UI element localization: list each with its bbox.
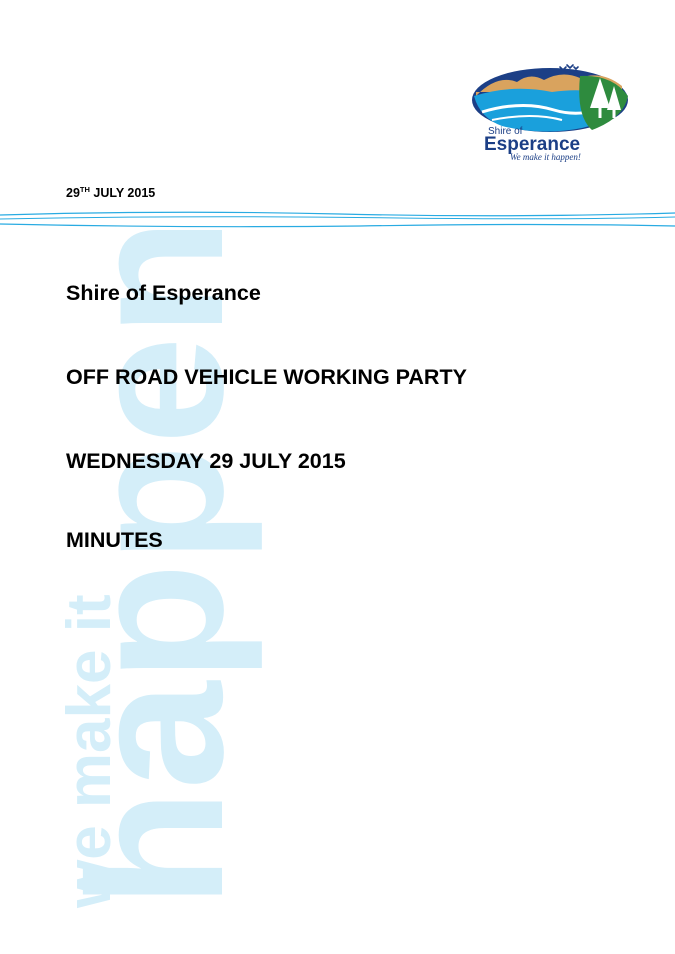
date-suffix: TH: [79, 184, 90, 194]
date-day: 29: [66, 186, 80, 200]
logo-tagline: We make it happen!: [510, 152, 581, 162]
watermark-we-make-it: we make it: [55, 594, 124, 909]
committee-title: OFF ROAD VEHICLE WORKING PARTY: [66, 365, 467, 389]
logo-shire-of: Shire of: [488, 126, 523, 137]
document-type: MINUTES: [66, 528, 163, 552]
meeting-date: WEDNESDAY 29 JULY 2015: [66, 449, 346, 473]
landscape-emblem-icon: [472, 68, 628, 132]
logo-esperance: Esperance: [484, 134, 580, 155]
pine-tree-icon: [590, 78, 621, 118]
document-date: 29TH JULY 2015: [66, 186, 155, 200]
watermark-happen: happen: [48, 218, 263, 908]
date-month-year: JULY 2015: [89, 186, 156, 200]
header-divider: [0, 211, 675, 228]
organisation-title: Shire of Esperance: [66, 281, 261, 305]
shire-of-esperance-logo: Shire of Esperance We make it happen!: [472, 64, 628, 162]
